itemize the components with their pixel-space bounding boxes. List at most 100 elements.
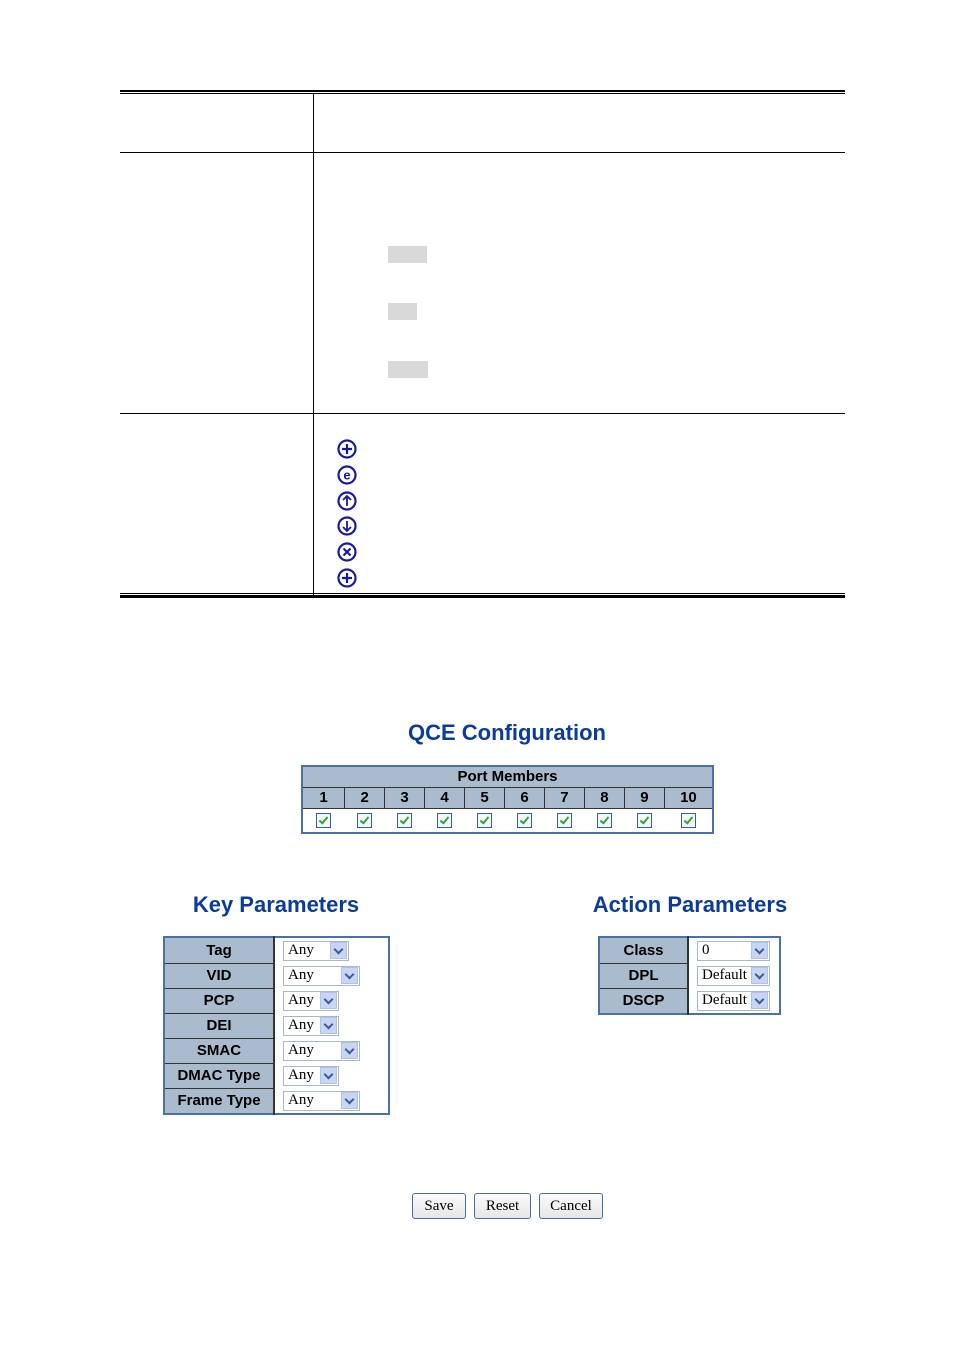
port-1-checkbox[interactable] bbox=[316, 812, 332, 828]
row-divider bbox=[120, 413, 845, 414]
port-checkbox-cell bbox=[385, 809, 425, 834]
port-7-checkbox[interactable] bbox=[556, 812, 572, 828]
port-4-checkbox[interactable] bbox=[437, 812, 453, 828]
chevron-down-icon[interactable] bbox=[751, 942, 768, 959]
highlight-box bbox=[388, 361, 428, 378]
parameter-label: DMAC Type bbox=[163, 1062, 275, 1089]
parameter-value-cell: Any bbox=[273, 1038, 389, 1063]
parameter-label: DSCP bbox=[598, 987, 689, 1015]
port-2-checkbox[interactable] bbox=[357, 812, 373, 828]
parameter-row: Tag Any bbox=[163, 936, 389, 964]
port-5-checkbox[interactable] bbox=[477, 812, 493, 828]
parameter-label: DPL bbox=[598, 962, 689, 989]
table-top-rule-thin bbox=[120, 93, 845, 94]
pcp-select[interactable]: Any bbox=[283, 990, 339, 1011]
port-checkbox-cell bbox=[465, 809, 505, 834]
chevron-down-icon[interactable] bbox=[341, 1092, 358, 1109]
port-checkbox-cell bbox=[584, 809, 624, 834]
parameter-row: Frame Type Any bbox=[163, 1087, 389, 1115]
key-parameters-title: Key Parameters bbox=[192, 892, 360, 917]
select-value: Any bbox=[288, 967, 314, 983]
parameter-label: Tag bbox=[163, 936, 275, 964]
chevron-down-icon[interactable] bbox=[341, 967, 358, 984]
cancel-button[interactable]: Cancel bbox=[539, 1193, 603, 1219]
class-select[interactable]: 0 bbox=[697, 940, 770, 961]
chevron-down-icon[interactable] bbox=[330, 942, 347, 959]
parameter-label: SMAC bbox=[163, 1037, 275, 1064]
port-checkbox-cell bbox=[345, 809, 385, 834]
parameter-row: PCP Any bbox=[163, 987, 389, 1014]
port-number-header: 6 bbox=[504, 787, 545, 809]
parameter-row: VID Any bbox=[163, 962, 389, 989]
chevron-down-icon[interactable] bbox=[751, 967, 768, 984]
parameter-value-cell: Any bbox=[273, 1063, 389, 1088]
select-value: Any bbox=[288, 992, 314, 1008]
select-value: Any bbox=[288, 1067, 314, 1083]
table-top-rule bbox=[120, 90, 845, 92]
qce-config-title: QCE Configuration bbox=[408, 720, 606, 745]
chevron-down-icon[interactable] bbox=[751, 992, 768, 1009]
port-8-checkbox[interactable] bbox=[596, 812, 612, 828]
select-value: Default bbox=[702, 992, 747, 1008]
port-3-checkbox[interactable] bbox=[397, 812, 413, 828]
parameter-value-cell: Any bbox=[273, 1013, 389, 1038]
save-button[interactable]: Save bbox=[412, 1193, 466, 1219]
row-divider bbox=[120, 152, 845, 153]
port-10-checkbox[interactable] bbox=[680, 812, 696, 828]
edit-entry-icon: e bbox=[337, 465, 357, 485]
parameter-value-cell: 0 bbox=[687, 937, 780, 963]
port-checkbox-cell bbox=[624, 809, 664, 834]
reset-button[interactable]: Reset bbox=[474, 1193, 531, 1219]
insert-entry-icon bbox=[337, 568, 357, 588]
port-number-header: 7 bbox=[543, 787, 585, 809]
port-checkbox-cell bbox=[505, 809, 545, 834]
parameter-label: Frame Type bbox=[163, 1087, 275, 1115]
port-9-checkbox[interactable] bbox=[636, 812, 652, 828]
dpl-select[interactable]: Default bbox=[697, 965, 770, 986]
parameter-row: DPL Default bbox=[598, 962, 780, 989]
tag-select[interactable]: Any bbox=[283, 940, 349, 961]
parameter-row: SMAC Any bbox=[163, 1037, 389, 1064]
parameter-value-cell: Any bbox=[273, 963, 389, 988]
vid-select[interactable]: Any bbox=[283, 965, 360, 986]
frame-type-select[interactable]: Any bbox=[283, 1090, 360, 1111]
select-value: Any bbox=[288, 1092, 314, 1108]
parameter-label: PCP bbox=[163, 987, 275, 1014]
parameter-label: DEI bbox=[163, 1012, 275, 1039]
parameter-value-cell: Default bbox=[687, 963, 780, 988]
port-number-header: 10 bbox=[663, 787, 714, 809]
port-members-header: Port Members bbox=[301, 765, 714, 788]
svg-text:e: e bbox=[343, 468, 350, 483]
delete-entry-icon bbox=[337, 542, 357, 562]
port-6-checkbox[interactable] bbox=[517, 812, 532, 828]
parameter-value-cell: Any bbox=[273, 1088, 389, 1114]
highlight-box bbox=[388, 246, 427, 263]
port-number-header: 4 bbox=[424, 787, 466, 809]
smac-select[interactable]: Any bbox=[283, 1040, 360, 1061]
parameter-value-cell: Any bbox=[273, 988, 389, 1013]
chevron-down-icon[interactable] bbox=[341, 1042, 358, 1059]
port-number-header: 5 bbox=[464, 787, 506, 809]
select-value: Default bbox=[702, 967, 747, 983]
chevron-down-icon[interactable] bbox=[320, 992, 337, 1009]
port-checkbox-cell bbox=[664, 809, 713, 834]
select-value: Any bbox=[288, 942, 314, 958]
move-down-icon bbox=[337, 516, 357, 536]
port-number-header: 8 bbox=[583, 787, 625, 809]
port-checkbox-cell bbox=[425, 809, 465, 834]
port-number-header: 3 bbox=[384, 787, 426, 809]
parameter-row: DMAC Type Any bbox=[163, 1062, 389, 1089]
port-checkbox-cell bbox=[302, 809, 345, 834]
chevron-down-icon[interactable] bbox=[320, 1017, 337, 1034]
dei-select[interactable]: Any bbox=[283, 1015, 339, 1036]
dmac-type-select[interactable]: Any bbox=[283, 1065, 339, 1086]
select-value: Any bbox=[288, 1017, 314, 1033]
parameter-label: VID bbox=[163, 962, 275, 989]
dscp-select[interactable]: Default bbox=[697, 990, 770, 1011]
chevron-down-icon[interactable] bbox=[320, 1067, 337, 1084]
